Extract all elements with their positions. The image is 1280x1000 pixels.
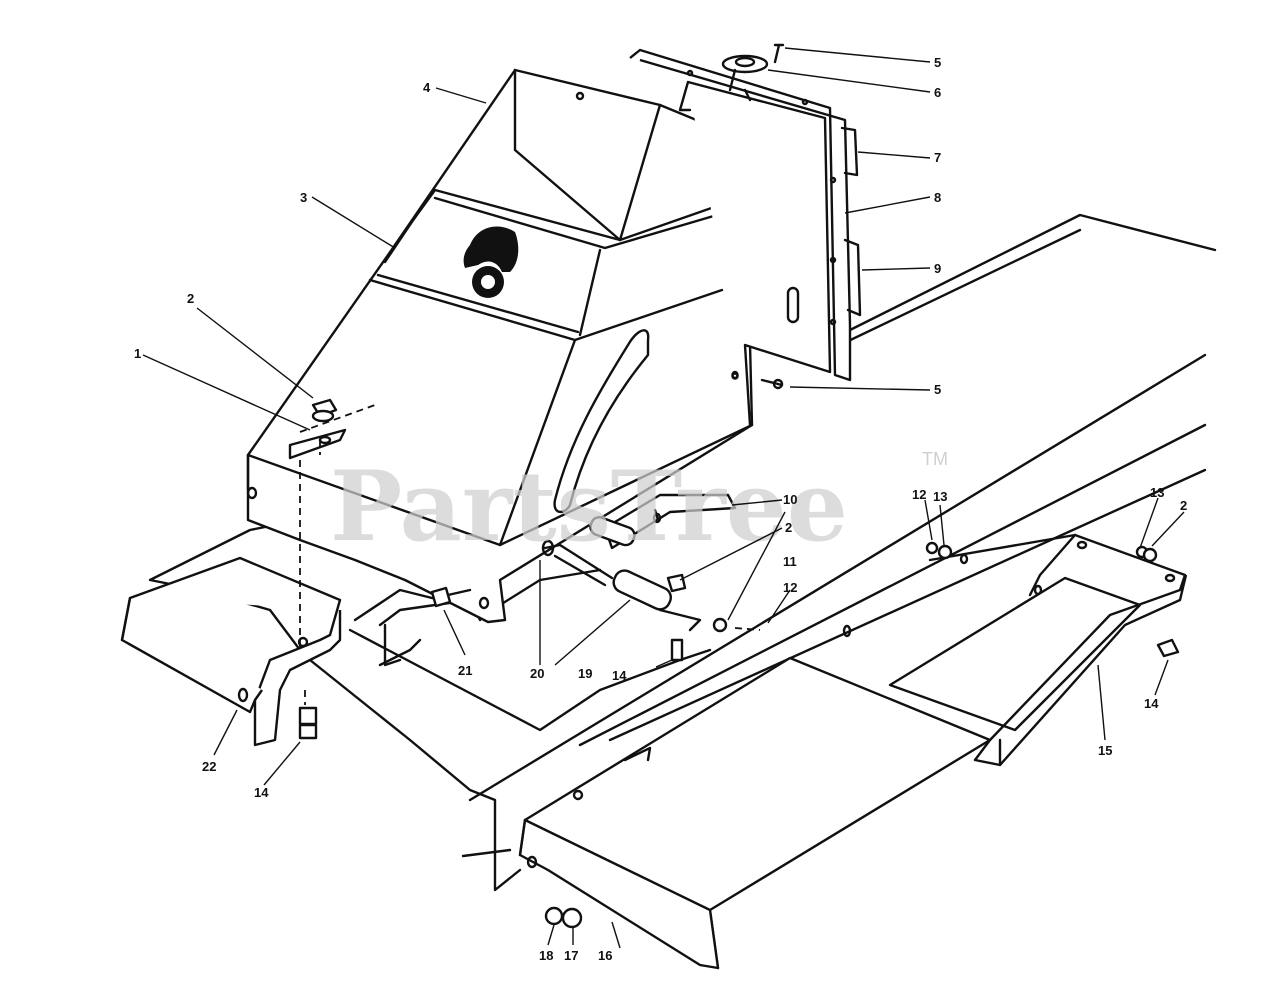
horse-head-emblem	[463, 226, 519, 272]
callout-7: 7	[934, 150, 941, 165]
watermark-text: PartsTree	[330, 450, 848, 563]
leader-lines	[142, 47, 1185, 949]
callout-11: 11	[783, 554, 797, 569]
watermark: PartsTree TM	[330, 449, 948, 563]
callout-12-mid: 12	[783, 580, 797, 595]
callout-13-right: 13	[933, 489, 947, 504]
callout-2-left: 2	[187, 291, 194, 306]
part-22-left-skirt	[120, 556, 342, 747]
part-8-dash-panel	[629, 43, 862, 426]
bolt-14-left	[298, 690, 318, 740]
callout-6: 6	[934, 85, 941, 100]
callout-13-far: 13	[1150, 485, 1164, 500]
callout-17: 17	[564, 948, 578, 963]
callout-8: 8	[934, 190, 941, 205]
callout-14-mid: 14	[612, 668, 627, 683]
callout-22: 22	[202, 759, 216, 774]
fasteners-left	[288, 398, 376, 650]
callout-15: 15	[1098, 743, 1112, 758]
callout-2-mid: 2	[785, 520, 792, 535]
part-15-tray	[842, 533, 1188, 767]
callout-16: 16	[598, 948, 612, 963]
part-4-hood	[246, 68, 754, 624]
callout-labels: 4 3 2 1 5 6 7 8 9 5 10 2 11 12 14 19 20 …	[134, 55, 1187, 963]
callout-9: 9	[934, 261, 941, 276]
callout-5-top: 5	[934, 55, 941, 70]
callout-3: 3	[300, 190, 307, 205]
callout-10: 10	[783, 492, 797, 507]
callout-5-lower: 5	[934, 382, 941, 397]
callout-14-left: 14	[254, 785, 269, 800]
callout-4: 4	[423, 80, 431, 95]
callout-21: 21	[458, 663, 472, 678]
callout-2-far: 2	[1180, 498, 1187, 513]
watermark-trademark: TM	[922, 449, 948, 469]
frame-rails	[468, 213, 1217, 802]
callout-14-right: 14	[1144, 696, 1159, 711]
callout-20: 20	[530, 666, 544, 681]
callout-12-right: 12	[912, 487, 926, 502]
callout-19: 19	[578, 666, 592, 681]
part-16-front-skirt	[461, 656, 992, 970]
callout-1: 1	[134, 346, 141, 361]
callout-18: 18	[539, 948, 553, 963]
